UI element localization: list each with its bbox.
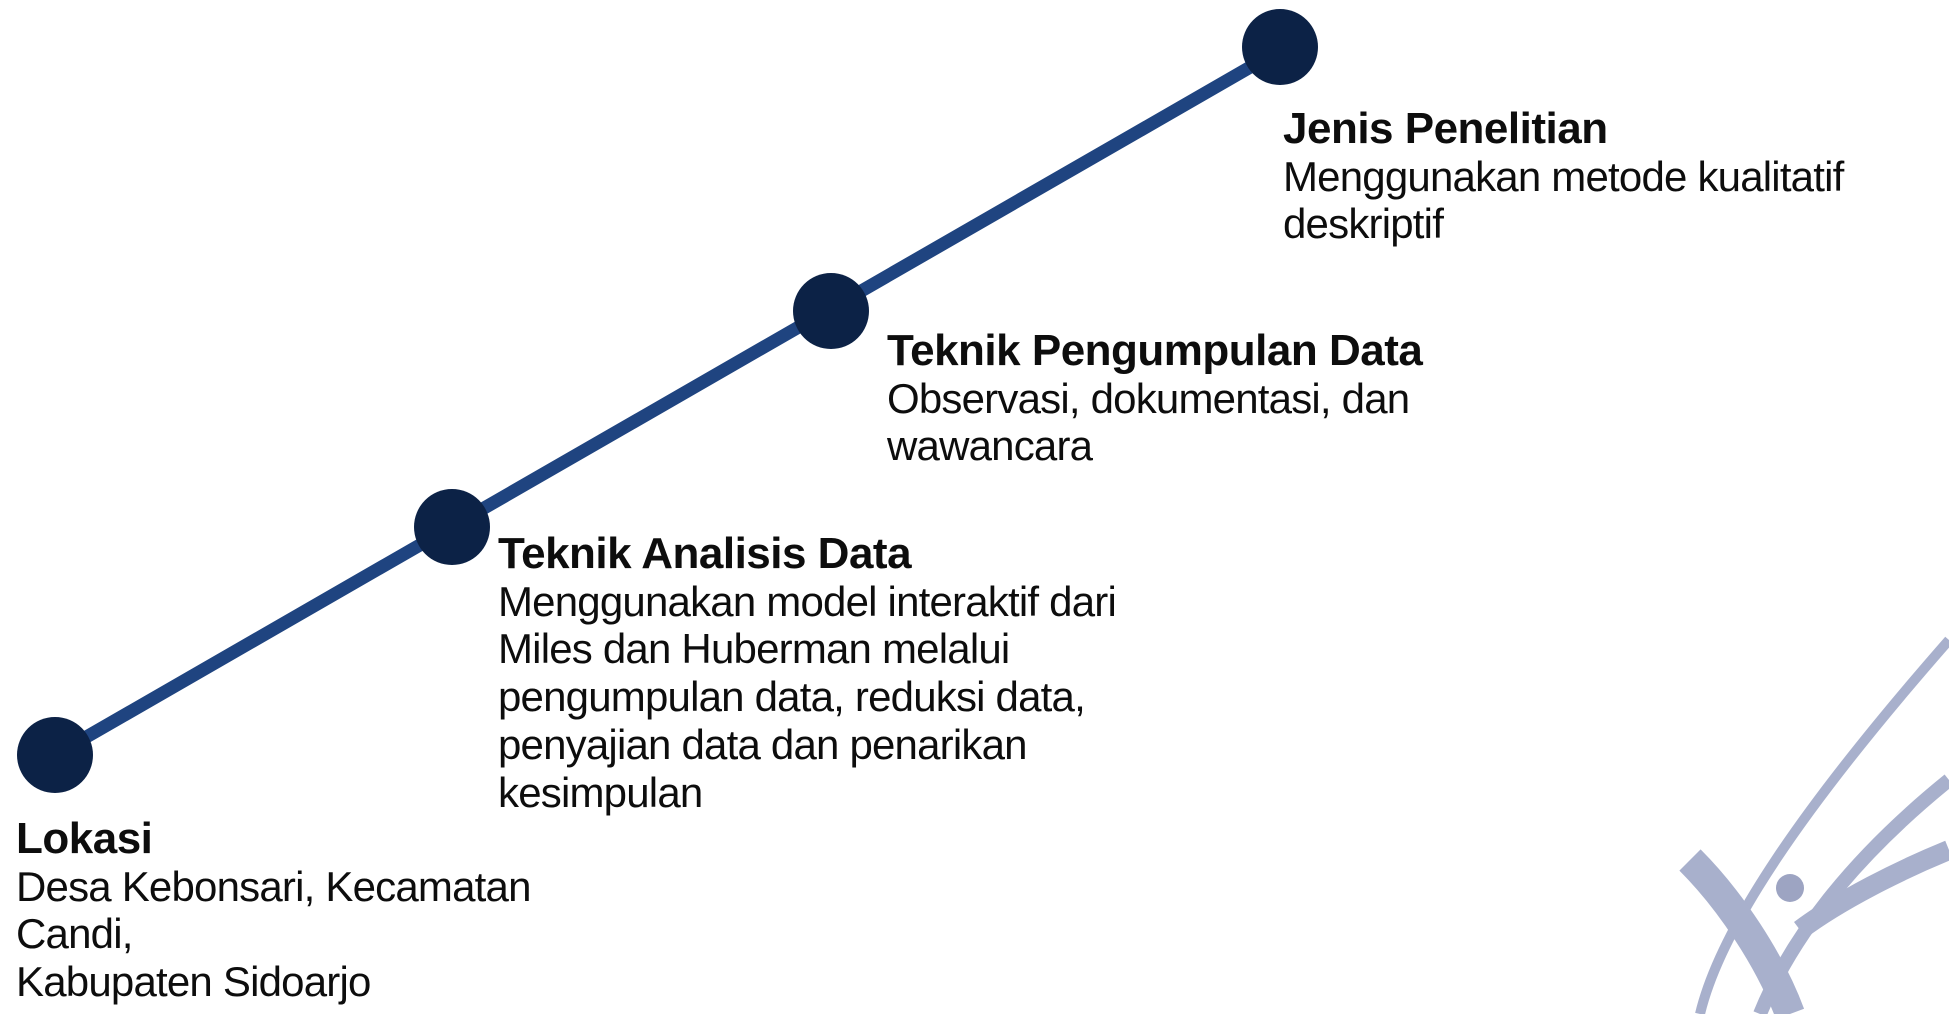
step-description: Menggunakan metode kualitatif deskriptif (1283, 152, 1844, 248)
step-teknik-pengumpulan-data: Teknik Pengumpulan Data Observasi, dokum… (887, 327, 1567, 470)
timeline-node-pengumpulan (793, 273, 869, 349)
step-title: Teknik Analisis Data (498, 529, 912, 578)
timeline-node-lokasi (17, 717, 93, 793)
step-description: Menggunakan model interaktif dari Miles … (498, 577, 1117, 817)
timeline-line (48, 43, 1287, 762)
step-description: Desa Kebonsari, Kecamatan Candi, Kabupat… (16, 862, 531, 1006)
decorative-logo-icon (1679, 636, 1949, 1014)
step-description: Observasi, dokumentasi, dan wawancara (887, 374, 1410, 470)
timeline-node-analisis (414, 489, 490, 565)
step-title: Teknik Pengumpulan Data (887, 326, 1423, 375)
timeline-node-jenis (1242, 9, 1318, 85)
step-title: Jenis Penelitian (1283, 104, 1608, 153)
step-title: Lokasi (16, 814, 153, 863)
step-lokasi: Lokasi Desa Kebonsari, Kecamatan Candi, … (16, 815, 656, 1006)
step-jenis-penelitian: Jenis Penelitian Menggunakan metode kual… (1283, 105, 1943, 248)
step-teknik-analisis-data: Teknik Analisis Data Menggunakan model i… (498, 530, 1238, 817)
